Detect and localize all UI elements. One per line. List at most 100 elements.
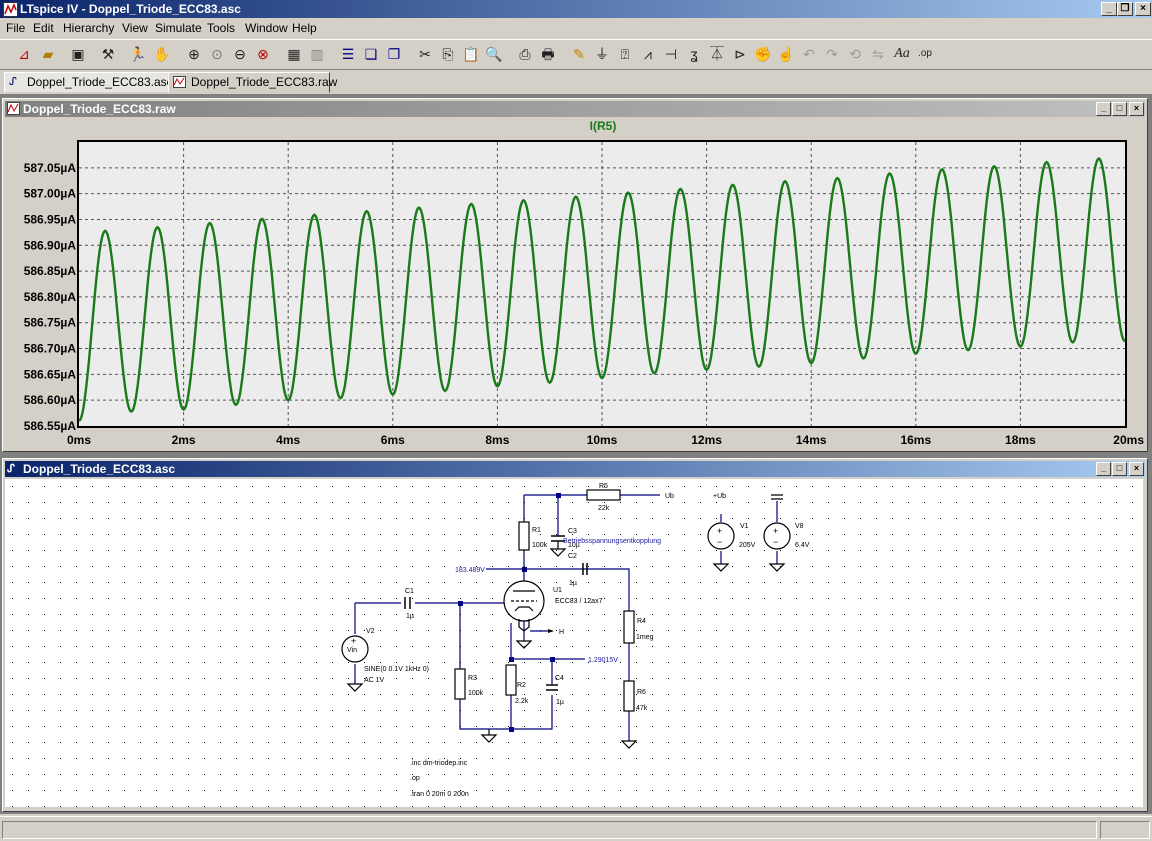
menu-simulate[interactable]: Simulate [155, 21, 202, 35]
control-panel-icon[interactable]: ⚒ [101, 46, 115, 62]
run-icon[interactable]: 🏃 [129, 46, 147, 62]
r1-ref[interactable]: R1 [532, 527, 541, 534]
tile-vertical-icon[interactable]: ❐ [387, 46, 401, 62]
pan-icon[interactable]: ⊙ [211, 46, 223, 62]
print-icon[interactable]: 🖶 [541, 46, 555, 62]
schematic-close-button[interactable]: × [1129, 462, 1144, 476]
vp-anode-label[interactable]: 183.489V [455, 567, 485, 574]
net-ub-label[interactable]: Ub [665, 493, 674, 500]
label-net-icon[interactable]: ⍰ [620, 46, 630, 62]
spice-directive-icon[interactable]: .op [918, 48, 932, 59]
v8-value[interactable]: 6.4V [795, 542, 810, 549]
menu-file[interactable]: File [6, 21, 26, 35]
minimize-button[interactable]: _ [1101, 2, 1117, 16]
wire-icon[interactable]: ✎ [573, 46, 585, 62]
r1-value[interactable]: 100k [532, 542, 548, 549]
new-schematic-icon[interactable]: ⊿ [18, 46, 30, 62]
waveform-minimize-button[interactable]: _ [1096, 102, 1111, 116]
c2-value[interactable]: 1µ [569, 580, 577, 587]
menu-edit[interactable]: Edit [33, 21, 54, 35]
directive-inc[interactable]: .inc dm-triodep.inc [410, 760, 468, 767]
diode-icon[interactable]: ⏄ [710, 46, 724, 62]
save-icon[interactable]: ▣ [71, 46, 85, 62]
resistor-icon[interactable]: ⩘ [644, 46, 652, 62]
u1-value[interactable]: ECC83 / 12ax7 [555, 598, 603, 605]
cut-icon[interactable]: ✂ [419, 46, 431, 62]
c3-ref[interactable]: C3 [568, 528, 577, 535]
c2-ref[interactable]: C2 [568, 553, 577, 560]
find-icon[interactable]: 🔍 [485, 46, 503, 62]
menu-help[interactable]: Help [292, 21, 317, 35]
inductor-icon[interactable]: ʓ [690, 46, 698, 62]
c4-value[interactable]: 1µ [556, 699, 564, 706]
text-icon[interactable]: Aa [894, 46, 910, 61]
v8-ref[interactable]: V8 [795, 523, 804, 530]
zoom-in-icon[interactable]: ⊕ [188, 46, 200, 62]
tab-raw[interactable]: Doppel_Triode_ECC83.raw [168, 72, 337, 93]
v2-ac[interactable]: AC 1V [364, 677, 385, 684]
redo-icon[interactable]: ↷ [826, 46, 838, 62]
ground-icon[interactable]: ⏚ [595, 46, 609, 62]
component-icon[interactable]: ⊳ [734, 46, 746, 62]
v1-ref[interactable]: V1 [740, 523, 749, 530]
c4-ref[interactable]: C4 [555, 675, 564, 682]
decoupling-comment[interactable]: Betriebsspannungsentkopplung [563, 538, 661, 545]
trace-label[interactable]: I(R5) [590, 119, 617, 133]
menu-bar: File Edit Hierarchy View Simulate Tools … [0, 18, 1152, 38]
restore-button[interactable]: ❐ [1117, 2, 1133, 16]
autorange-icon[interactable]: ▦ [287, 46, 301, 62]
v2-value[interactable]: SINE(0 0.1V 1kHz 0) [364, 666, 429, 673]
drag-icon[interactable]: ☝ [777, 46, 795, 62]
waveform-close-button[interactable]: × [1129, 102, 1144, 116]
net-ub-pin-label[interactable]: +Ub [713, 493, 726, 500]
r6-ref[interactable]: R6 [637, 689, 646, 696]
rotate-icon[interactable]: ⟲ [849, 46, 861, 62]
halt-icon[interactable]: ✋ [153, 46, 171, 62]
r2-value[interactable]: 2.2k [515, 698, 529, 705]
u1-ref[interactable]: U1 [553, 587, 562, 594]
open-folder-icon[interactable]: ▰ [42, 46, 54, 62]
waveform-plot[interactable]: I(R5) 586.55µA586.60µA586.65µA586.70µA58… [3, 119, 1145, 449]
r4-value[interactable]: 1meg [636, 634, 654, 641]
r5-value[interactable]: 22k [598, 505, 610, 512]
tab-asc[interactable]: ᔑ Doppel_Triode_ECC83.asc [4, 72, 173, 93]
v1-value[interactable]: 205V [739, 542, 756, 549]
fft-icon[interactable]: ▥ [310, 46, 324, 62]
r6-value[interactable]: 47k [636, 705, 648, 712]
tile-horizontal-icon[interactable]: ☰ [341, 46, 355, 62]
r3-ref[interactable]: R3 [468, 675, 477, 682]
copy-icon[interactable]: ⎘ [442, 46, 454, 62]
menu-hierarchy[interactable]: Hierarchy [63, 21, 115, 35]
menu-window[interactable]: Window [245, 21, 288, 35]
undo-icon[interactable]: ↶ [803, 46, 815, 62]
trace-ir5[interactable] [78, 156, 1126, 422]
c1-ref[interactable]: C1 [405, 588, 414, 595]
r2-ref[interactable]: R2 [517, 682, 526, 689]
menu-tools[interactable]: Tools [207, 21, 236, 35]
directive-tran[interactable]: .tran 0 20m 0 200n [410, 791, 469, 798]
directive-op[interactable]: .op [410, 775, 420, 782]
zoom-out-icon[interactable]: ⊖ [234, 46, 246, 62]
net-heater-label[interactable]: H [559, 629, 564, 636]
r5-ref[interactable]: R5 [599, 483, 608, 490]
move-icon[interactable]: ✊ [754, 46, 772, 62]
schematic-minimize-button[interactable]: _ [1096, 462, 1111, 476]
waveform-maximize-button[interactable]: □ [1112, 102, 1127, 116]
close-button[interactable]: × [1135, 2, 1151, 16]
vp-cathode-label[interactable]: 1.29015V [588, 657, 618, 664]
zoom-fit-icon[interactable]: ⊗ [257, 46, 269, 62]
mirror-icon[interactable]: ⇋ [872, 46, 884, 62]
capacitor-icon[interactable]: ⊣ [664, 46, 678, 62]
c1-value[interactable]: 1µ [406, 613, 414, 620]
schematic-maximize-button[interactable]: □ [1112, 462, 1127, 476]
v1-symbol [707, 522, 735, 550]
c3-value[interactable]: 10µ [568, 542, 580, 549]
menu-view[interactable]: View [122, 21, 148, 35]
paste-icon[interactable]: 📋 [462, 46, 480, 62]
print-preview-icon[interactable]: ⎙ [519, 46, 531, 62]
schematic-canvas[interactable]: +− +− + R5 22k C3 10µ R1 100k C2 1µ U1 E… [5, 479, 1143, 807]
r4-ref[interactable]: R4 [637, 618, 646, 625]
v2-ref[interactable]: V2 [366, 628, 375, 635]
r3-value[interactable]: 100k [468, 690, 484, 697]
cascade-icon[interactable]: ❏ [364, 46, 378, 62]
